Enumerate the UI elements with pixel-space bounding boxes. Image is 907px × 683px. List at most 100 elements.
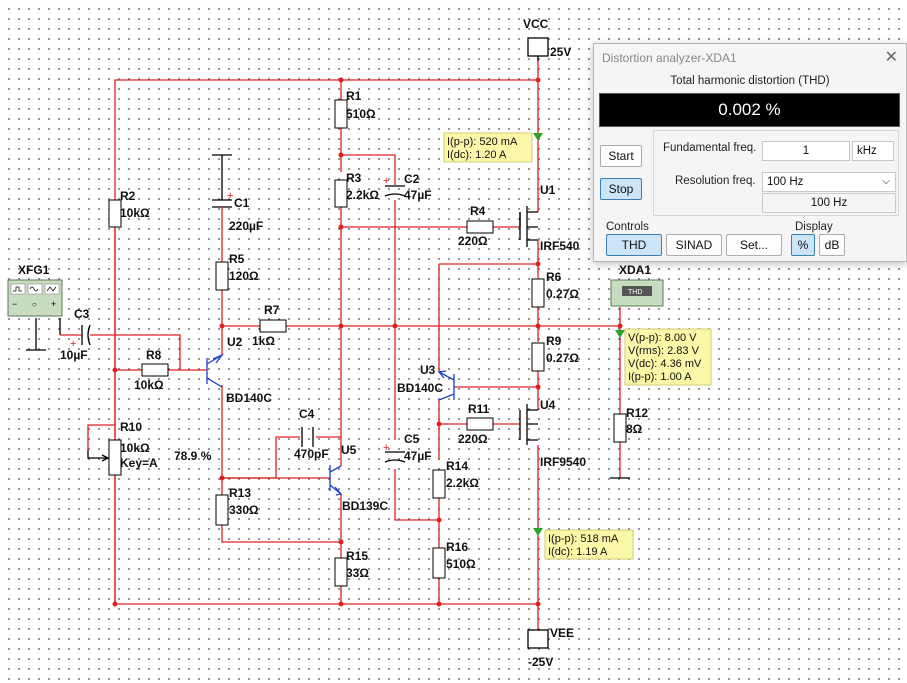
svg-text:+: + — [383, 175, 389, 187]
svg-text:+: + — [227, 190, 233, 202]
resistor-r14[interactable]: R14 2.2kΩ — [432, 459, 479, 499]
resistor-r2[interactable]: R2 10kΩ — [108, 189, 150, 228]
vcc-name: VCC — [523, 17, 549, 31]
resistor-r9[interactable]: R9 0.27Ω — [531, 334, 579, 372]
svg-text:120Ω: 120Ω — [229, 269, 259, 283]
window-title: Distortion analyzer-XDA1 — [602, 51, 737, 65]
thd-button[interactable]: THD — [606, 234, 662, 256]
svg-text:R15: R15 — [346, 549, 368, 563]
svg-text:BD140C: BD140C — [226, 391, 272, 405]
probe-top[interactable]: I(p-p): 520 mA I(dc): 1.20 A — [443, 132, 543, 163]
resolution-freq-select[interactable]: 100 Hz ⌵ — [762, 172, 896, 192]
distortion-analyzer-xda1[interactable]: XDA1 THD — [610, 263, 664, 307]
resolution-selected: 100 Hz — [767, 176, 804, 188]
capacitor-c1[interactable]: + C1 220µF — [212, 190, 263, 233]
function-generator-xfg1[interactable]: XFG1 − ○ + — [7, 263, 63, 317]
svg-text:U2: U2 — [227, 335, 243, 349]
probe-output[interactable]: V(p-p): 8.00 V V(rms): 2.83 V V(dc): 4.3… — [615, 328, 712, 386]
resistor-r5[interactable]: R5 120Ω — [215, 252, 259, 291]
display-label: Display — [795, 221, 833, 233]
db-button[interactable]: dB — [819, 234, 845, 256]
svg-text:0.27Ω: 0.27Ω — [546, 287, 579, 301]
svg-text:+: + — [383, 442, 389, 454]
transistor-u3[interactable]: U3 BD140C — [397, 363, 455, 401]
resistor-r11[interactable]: R11 220Ω — [458, 402, 494, 446]
transistor-u2[interactable]: U2 BD140C — [206, 335, 272, 405]
mosfet-u1[interactable]: U1 IRF540 — [519, 183, 580, 253]
svg-text:0.27Ω: 0.27Ω — [546, 351, 579, 365]
svg-text:510Ω: 510Ω — [346, 107, 376, 121]
svg-text:1kΩ: 1kΩ — [252, 334, 275, 348]
fundamental-freq-input[interactable]: 1 — [762, 141, 850, 161]
potentiometer-r10[interactable]: R10 10kΩ Key=A 78.9 % — [87, 420, 212, 476]
svg-text:THD: THD — [628, 289, 642, 296]
svg-text:C3: C3 — [74, 307, 90, 321]
svg-text:+: + — [70, 338, 76, 350]
svg-text:8Ω: 8Ω — [626, 422, 643, 436]
transistor-u5[interactable]: U5 BD139C — [329, 443, 388, 513]
junctions — [112, 77, 623, 607]
vee-name: VEE — [550, 626, 574, 640]
svg-text:I(p-p): 518 mA: I(p-p): 518 mA — [548, 533, 619, 545]
mosfet-u4[interactable]: U4 IRF9540 — [519, 398, 586, 469]
resistor-r3[interactable]: R3 2.2kΩ — [334, 171, 379, 208]
close-icon[interactable]: ✕ — [884, 49, 898, 66]
svg-text:R10: R10 — [120, 420, 142, 434]
resistor-r8[interactable]: R8 10kΩ — [134, 348, 169, 392]
svg-text:BD140C: BD140C — [397, 381, 443, 395]
set-button[interactable]: Set... — [726, 234, 782, 256]
svg-text:○: ○ — [32, 300, 37, 309]
stop-button[interactable]: Stop — [600, 178, 642, 200]
svg-text:R9: R9 — [546, 334, 562, 348]
percent-button[interactable]: % — [791, 234, 815, 256]
fundamental-freq-label: Fundamental freq. — [663, 142, 757, 154]
fundamental-unit-select[interactable]: kHz — [852, 141, 894, 161]
svg-text:U4: U4 — [540, 398, 556, 412]
resistor-r6[interactable]: R6 0.27Ω — [531, 270, 579, 308]
probe-bottom[interactable]: I(p-p): 518 mA I(dc): 1.19 A — [533, 528, 634, 560]
capacitor-c3[interactable]: + C3 10µF — [60, 307, 91, 362]
vcc-source[interactable] — [527, 37, 549, 57]
frequency-settings-group — [653, 130, 899, 216]
controls-label: Controls — [606, 221, 649, 233]
resistor-r15[interactable]: R15 33Ω — [334, 549, 369, 587]
distortion-analyzer-window[interactable]: Distortion analyzer-XDA1 ✕ Total harmoni… — [593, 43, 907, 262]
svg-text:R12: R12 — [626, 406, 648, 420]
svg-text:+: + — [51, 299, 56, 309]
svg-text:R7: R7 — [264, 303, 280, 317]
sinad-button[interactable]: SINAD — [666, 234, 722, 256]
resistor-r16[interactable]: R16 510Ω — [432, 540, 476, 579]
svg-text:C4: C4 — [299, 407, 315, 421]
capacitor-c2[interactable]: + C2 47µF — [383, 172, 432, 202]
svg-text:R1: R1 — [346, 89, 362, 103]
svg-text:I(dc): 1.19 A: I(dc): 1.19 A — [548, 546, 608, 558]
thd-readout: 0.002 % — [599, 93, 900, 127]
svg-text:I(p-p): 520 mA: I(p-p): 520 mA — [447, 136, 518, 148]
svg-text:10kΩ: 10kΩ — [120, 441, 150, 455]
start-button[interactable]: Start — [600, 145, 642, 167]
svg-text:R13: R13 — [229, 486, 251, 500]
resistor-r13[interactable]: R13 330Ω — [215, 486, 259, 526]
svg-text:R14: R14 — [446, 459, 468, 473]
svg-text:220µF: 220µF — [229, 219, 263, 233]
capacitor-c4[interactable]: C4 470pF — [294, 407, 329, 461]
svg-text:10kΩ: 10kΩ — [120, 206, 150, 220]
svg-text:R6: R6 — [546, 270, 562, 284]
svg-text:C5: C5 — [404, 432, 420, 446]
vee-source[interactable] — [527, 629, 549, 649]
resistor-r12[interactable]: R12 8Ω — [613, 406, 648, 443]
svg-text:IRF540: IRF540 — [540, 239, 580, 253]
resistor-r7[interactable]: R7 1kΩ — [252, 303, 287, 348]
svg-text:R11: R11 — [468, 402, 490, 416]
chevron-down-icon: ⌵ — [882, 176, 890, 187]
svg-text:2.2kΩ: 2.2kΩ — [346, 188, 379, 202]
svg-text:V(dc): 4.36 mV: V(dc): 4.36 mV — [628, 358, 702, 370]
svg-text:R16: R16 — [446, 540, 468, 554]
capacitor-c5[interactable]: + C5 47µF — [383, 432, 432, 463]
svg-text:IRF9540: IRF9540 — [540, 455, 586, 469]
svg-text:U3: U3 — [420, 363, 436, 377]
resistor-r4[interactable]: R4 220Ω — [458, 204, 494, 248]
resistor-r1[interactable]: R1 510Ω — [334, 89, 376, 129]
svg-text:V(p-p): 8.00 V: V(p-p): 8.00 V — [628, 332, 697, 344]
